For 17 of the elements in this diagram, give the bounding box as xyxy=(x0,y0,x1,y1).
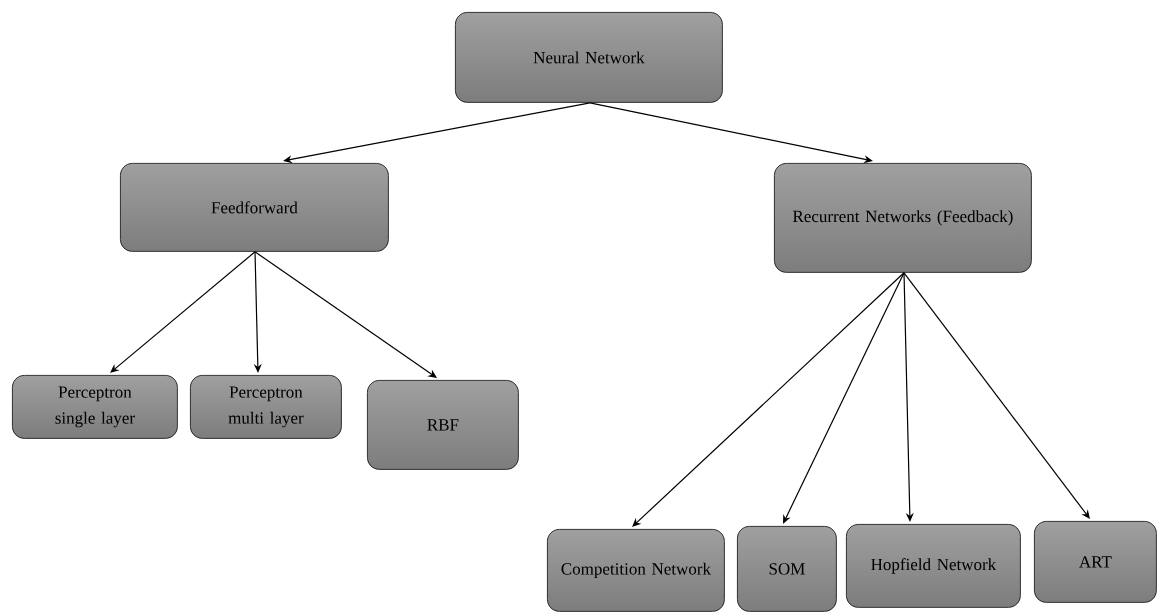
process-box: RBF xyxy=(367,380,519,470)
arrow xyxy=(283,102,591,164)
arrow xyxy=(254,251,437,378)
process-box: Hopfield Network xyxy=(846,524,1021,608)
process-box: SOM xyxy=(737,526,837,612)
process-box: Competition Network xyxy=(547,529,725,612)
arrow xyxy=(903,272,914,522)
process-box: Feedforward xyxy=(120,163,389,252)
process-box: Recurrent Networks (Feedback) xyxy=(774,163,1032,273)
process-box: Perceptron single layer xyxy=(12,375,178,439)
arrow xyxy=(632,272,905,527)
arrow xyxy=(783,272,905,524)
arrow xyxy=(110,251,256,373)
arrow xyxy=(903,272,1090,519)
process-box: Perceptron multi layer xyxy=(190,375,342,439)
process-box: ART xyxy=(1034,521,1157,603)
process-box: Neural Network xyxy=(455,12,723,103)
